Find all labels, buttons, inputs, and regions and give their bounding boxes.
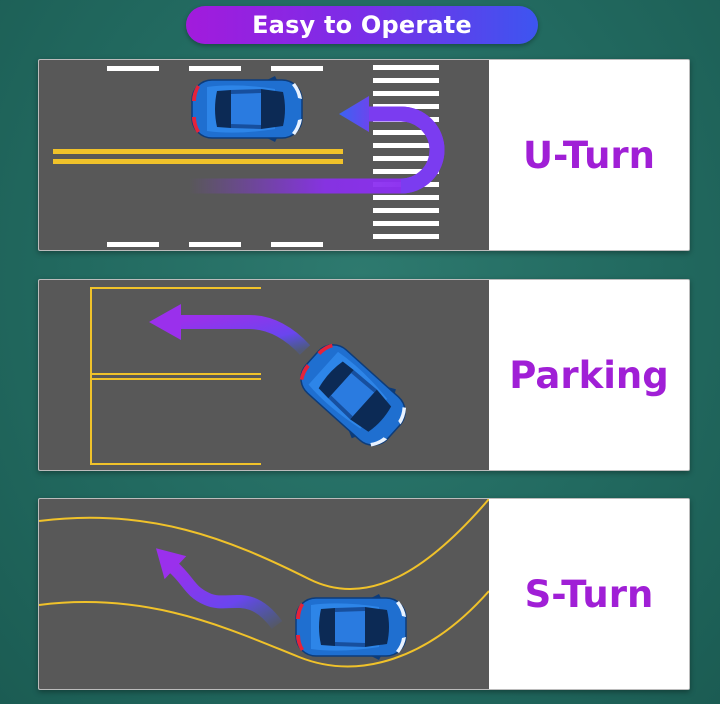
u-turn-road-illustration: [39, 60, 489, 250]
parking-lot-illustration: [39, 280, 489, 470]
u-turn-panel: U-Turn: [38, 59, 690, 251]
parking-label-area: Parking: [489, 280, 689, 470]
banner-title: Easy to Operate: [252, 11, 472, 39]
u-turn-label-area: U-Turn: [489, 60, 689, 250]
title-banner: Easy to Operate: [186, 6, 538, 44]
u-turn-label: U-Turn: [522, 133, 656, 177]
s-turn-label-area: S-Turn: [489, 499, 689, 689]
parking-panel: Parking: [38, 279, 690, 471]
car-icon: [295, 593, 407, 661]
s-turn-panel: S-Turn: [38, 498, 690, 690]
s-turn-label: S-Turn: [524, 572, 654, 616]
car-icon: [191, 75, 303, 143]
s-curve-road-illustration: [39, 499, 489, 689]
parking-label: Parking: [509, 353, 669, 397]
